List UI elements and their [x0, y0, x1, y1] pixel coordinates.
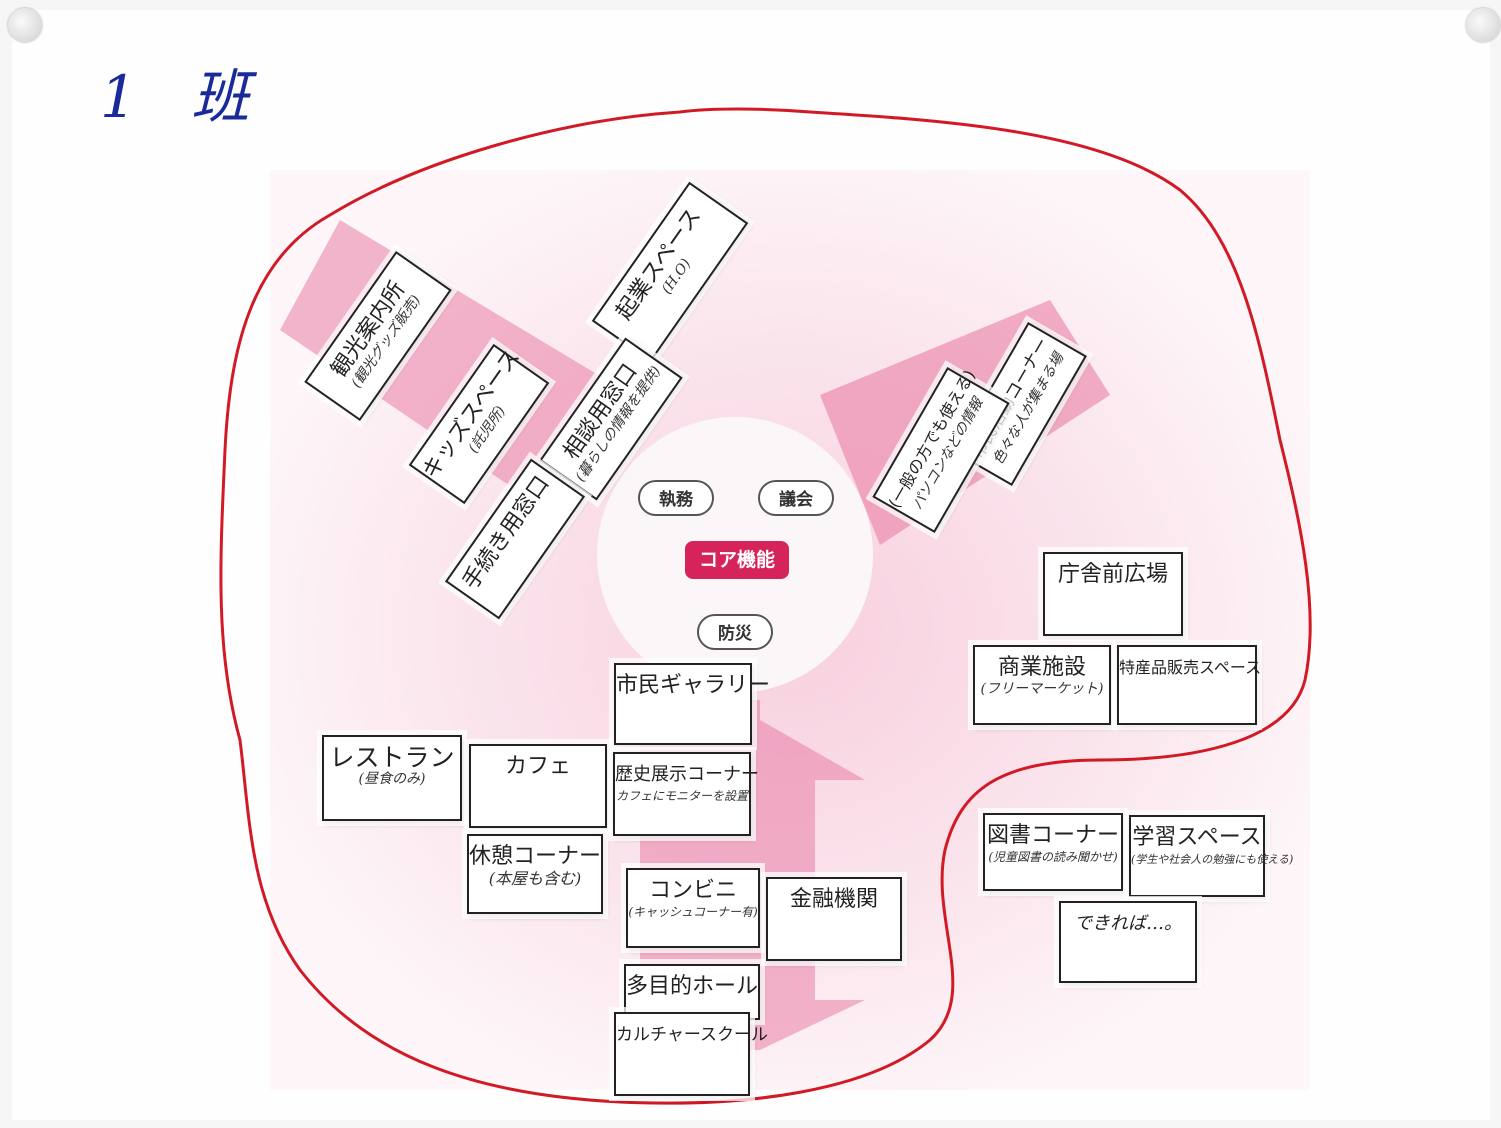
card-title: 金融機関: [789, 887, 878, 912]
card-gakushuu: 学習スペース (学生や社会人の勉強にも使える): [1129, 815, 1294, 897]
card-kyuukei: 休憩コーナー (本屋も含む): [467, 834, 603, 914]
card-note: (児童図書の読み聞かせ): [988, 850, 1118, 864]
card-note: (キャッシュコーナー有): [628, 905, 758, 919]
card-konbini: コンビニ (キャッシュコーナー有): [626, 868, 760, 948]
card-title: カフェ: [504, 754, 571, 779]
card-note: カフェにモニターを設置: [615, 789, 748, 803]
group-title-handwritten: 1 班: [100, 63, 268, 131]
card-note: (フリーマーケット): [980, 681, 1104, 697]
card-title: 多目的ホール: [626, 974, 759, 999]
magnet-pin-right: [1466, 8, 1500, 42]
card-cafe: カフェ: [469, 744, 607, 828]
card-title: できれば…。: [1074, 913, 1182, 934]
card-title: 図書コーナー: [986, 823, 1119, 848]
card-title: カルチャースクール: [616, 1025, 768, 1045]
card-tokusan: 特産品販売スペース: [1117, 645, 1262, 725]
core-function-label: コア機能: [685, 541, 789, 579]
card-note: (学生や社会人の勉強にも使える): [1131, 853, 1294, 866]
card-shougyou: 商業施設 (フリーマーケット): [973, 645, 1111, 725]
card-rekishi: 歴史展示コーナー カフェにモニターを設置: [613, 752, 759, 836]
card-chousha: 庁舎前広場: [1043, 552, 1183, 636]
card-kinyuu: 金融機関: [766, 877, 902, 961]
core-item-gikai: 議会: [758, 480, 834, 516]
card-title: 特産品販売スペース: [1119, 658, 1262, 677]
card-title: 商業施設: [997, 655, 1086, 680]
magnet-pin-left: [8, 8, 42, 42]
red-boundary-line: [219, 107, 1312, 1105]
card-note: (本屋も含む): [488, 869, 582, 888]
card-title: 学習スペース: [1132, 825, 1262, 850]
card-title: コンビニ: [648, 878, 737, 903]
card-dekireba: できれば…。: [1059, 901, 1197, 983]
card-title: 休憩コーナー: [469, 844, 602, 869]
card-tosho: 図書コーナー (児童図書の読み聞かせ): [983, 813, 1123, 891]
card-title: 市民ギャラリー: [616, 673, 771, 698]
card-title: レストラン: [329, 743, 455, 772]
card-note: (昼食のみ): [358, 771, 426, 787]
card-culture: カルチャースクール: [614, 1012, 768, 1096]
core-item-shitsumu: 執務: [638, 480, 714, 516]
card-title: 庁舎前広場: [1057, 562, 1168, 587]
card-restaurant: レストラン (昼食のみ): [322, 735, 462, 821]
card-title: 歴史展示コーナー: [615, 764, 759, 785]
card-gallery: 市民ギャラリー: [614, 663, 771, 745]
card-tamokuteki: 多目的ホール: [624, 964, 760, 1020]
core-item-bousai: 防災: [697, 614, 773, 650]
